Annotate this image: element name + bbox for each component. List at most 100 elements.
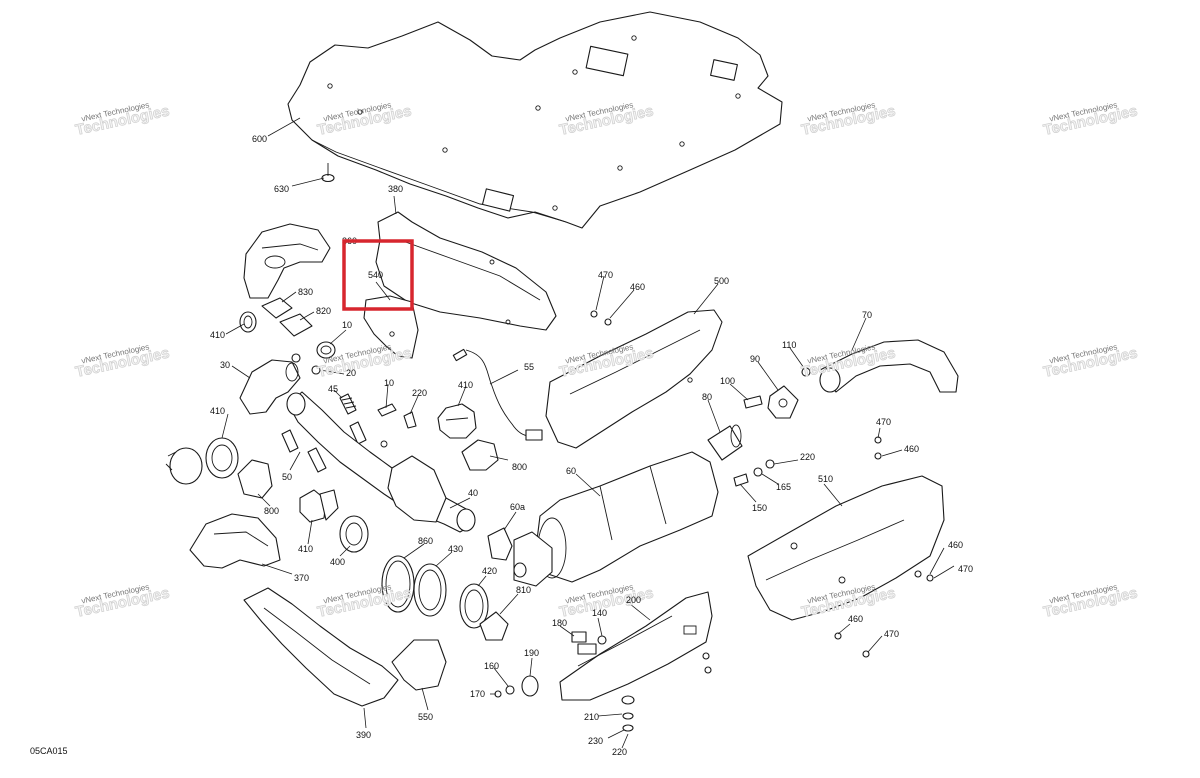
callout-800[interactable]: 800 — [512, 462, 527, 472]
part-430-clamp — [413, 563, 447, 617]
callout-410[interactable]: 410 — [210, 406, 225, 416]
callout-470[interactable]: 470 — [876, 417, 891, 427]
part-30-elbow-pipe — [239, 359, 301, 415]
callout-410[interactable]: 410 — [458, 380, 473, 390]
part-190-isolator — [521, 675, 539, 697]
callout-860[interactable]: 860 — [418, 536, 433, 546]
part-100-bolt — [743, 395, 763, 409]
part-470-460-fasteners — [590, 310, 934, 658]
part-140-bolt — [597, 635, 607, 645]
watermark: Technologies vNext Technologies — [800, 100, 898, 139]
callout-40[interactable]: 40 — [468, 488, 478, 498]
callout-165[interactable]: 165 — [776, 482, 791, 492]
part-45-spring — [339, 393, 357, 415]
parts-drawing — [165, 11, 959, 732]
callout-820[interactable]: 820 — [316, 306, 331, 316]
callout-150[interactable]: 150 — [752, 503, 767, 513]
callout-470[interactable]: 470 — [884, 629, 899, 639]
part-210-230-220-fasteners — [621, 652, 712, 732]
callout-390[interactable]: 390 — [356, 730, 371, 740]
callout-90[interactable]: 90 — [750, 354, 760, 364]
callout-210[interactable]: 210 — [584, 712, 599, 722]
part-55-oxygen-sensor — [452, 348, 543, 441]
part-500-muffler-shield — [545, 309, 723, 449]
part-820-clip — [279, 313, 313, 337]
callout-labels: 600 630 380 360 540 830 820 410 10 30 20… — [210, 134, 973, 757]
callout-420[interactable]: 420 — [482, 566, 497, 576]
callout-460[interactable]: 460 — [904, 444, 919, 454]
part-830-clip — [261, 297, 293, 319]
callout-10[interactable]: 10 — [384, 378, 394, 388]
part-160-washer — [505, 685, 515, 695]
part-165-washer — [753, 467, 763, 477]
callout-110[interactable]: 110 — [782, 340, 796, 350]
part-50-spring — [281, 421, 367, 473]
watermark: Technologies vNext Technologies — [74, 342, 172, 381]
callout-540-highlight-box — [342, 239, 414, 311]
callout-460[interactable]: 460 — [630, 282, 645, 292]
part-380-tube-shield — [375, 211, 557, 331]
callout-810[interactable]: 810 — [516, 585, 531, 595]
callout-30[interactable]: 30 — [220, 360, 230, 370]
callout-630[interactable]: 630 — [274, 184, 289, 194]
part-410-clamp-lower — [299, 489, 339, 523]
callout-230[interactable]: 230 — [588, 736, 603, 746]
part-90-flange — [767, 385, 799, 419]
part-540-bracket-plate — [363, 295, 419, 359]
part-550-small-shield — [391, 639, 447, 691]
callout-100[interactable]: 100 — [720, 376, 735, 386]
callout-800[interactable]: 800 — [264, 506, 279, 516]
callout-55[interactable]: 55 — [524, 362, 534, 372]
callout-60[interactable]: 60 — [566, 466, 576, 476]
callout-220[interactable]: 220 — [612, 747, 627, 757]
part-510-lower-shield — [747, 475, 945, 621]
callout-460[interactable]: 460 — [848, 614, 863, 624]
callout-470[interactable]: 470 — [958, 564, 973, 574]
callout-10[interactable]: 10 — [342, 320, 352, 330]
callout-470[interactable]: 470 — [598, 270, 613, 280]
callout-220[interactable]: 220 — [412, 388, 427, 398]
part-80-pipe-sleeve — [707, 424, 743, 461]
callout-60a[interactable]: 60a — [510, 502, 525, 512]
callout-200[interactable]: 200 — [626, 595, 641, 605]
part-810-clip — [479, 611, 509, 641]
callout-410[interactable]: 410 — [210, 330, 225, 340]
callout-20[interactable]: 20 — [346, 368, 356, 378]
leader-lines — [221, 117, 955, 749]
watermark: Technologies vNext Technologies — [74, 582, 172, 621]
callout-540[interactable]: 540 — [368, 270, 383, 280]
callout-600[interactable]: 600 — [252, 134, 267, 144]
part-10-gasket — [316, 341, 336, 359]
callout-140[interactable]: 140 — [592, 608, 607, 618]
callout-190[interactable]: 190 — [524, 648, 539, 658]
callout-500[interactable]: 500 — [714, 276, 729, 286]
part-10-small-gasket — [377, 403, 397, 417]
callout-70[interactable]: 70 — [862, 310, 872, 320]
callout-50[interactable]: 50 — [282, 472, 292, 482]
callout-220[interactable]: 220 — [800, 452, 815, 462]
callout-410[interactable]: 410 — [298, 544, 313, 554]
part-400-clamp — [339, 515, 369, 553]
part-410-clamp-left — [165, 437, 239, 485]
callout-170[interactable]: 170 — [470, 689, 485, 699]
callout-80[interactable]: 80 — [702, 392, 712, 402]
part-630-fastener — [321, 163, 335, 183]
callout-370[interactable]: 370 — [294, 573, 309, 583]
callout-510[interactable]: 510 — [818, 474, 833, 484]
watermark: Technologies vNext Technologies — [1042, 100, 1140, 139]
callout-400[interactable]: 400 — [330, 557, 345, 567]
part-110-nut — [801, 367, 811, 377]
callout-430[interactable]: 430 — [448, 544, 463, 554]
callout-460[interactable]: 460 — [948, 540, 963, 550]
watermark: Technologies vNext Technologies — [1042, 582, 1140, 621]
callout-160[interactable]: 160 — [484, 661, 499, 671]
part-390-bottom-shield — [243, 587, 399, 707]
callout-550[interactable]: 550 — [418, 712, 433, 722]
callout-45[interactable]: 45 — [328, 384, 338, 394]
part-70-tail-pipe — [819, 339, 959, 393]
callout-380[interactable]: 380 — [388, 184, 403, 194]
callout-830[interactable]: 830 — [298, 287, 313, 297]
callout-180[interactable]: 180 — [552, 618, 567, 628]
part-220-bolt — [403, 411, 417, 429]
